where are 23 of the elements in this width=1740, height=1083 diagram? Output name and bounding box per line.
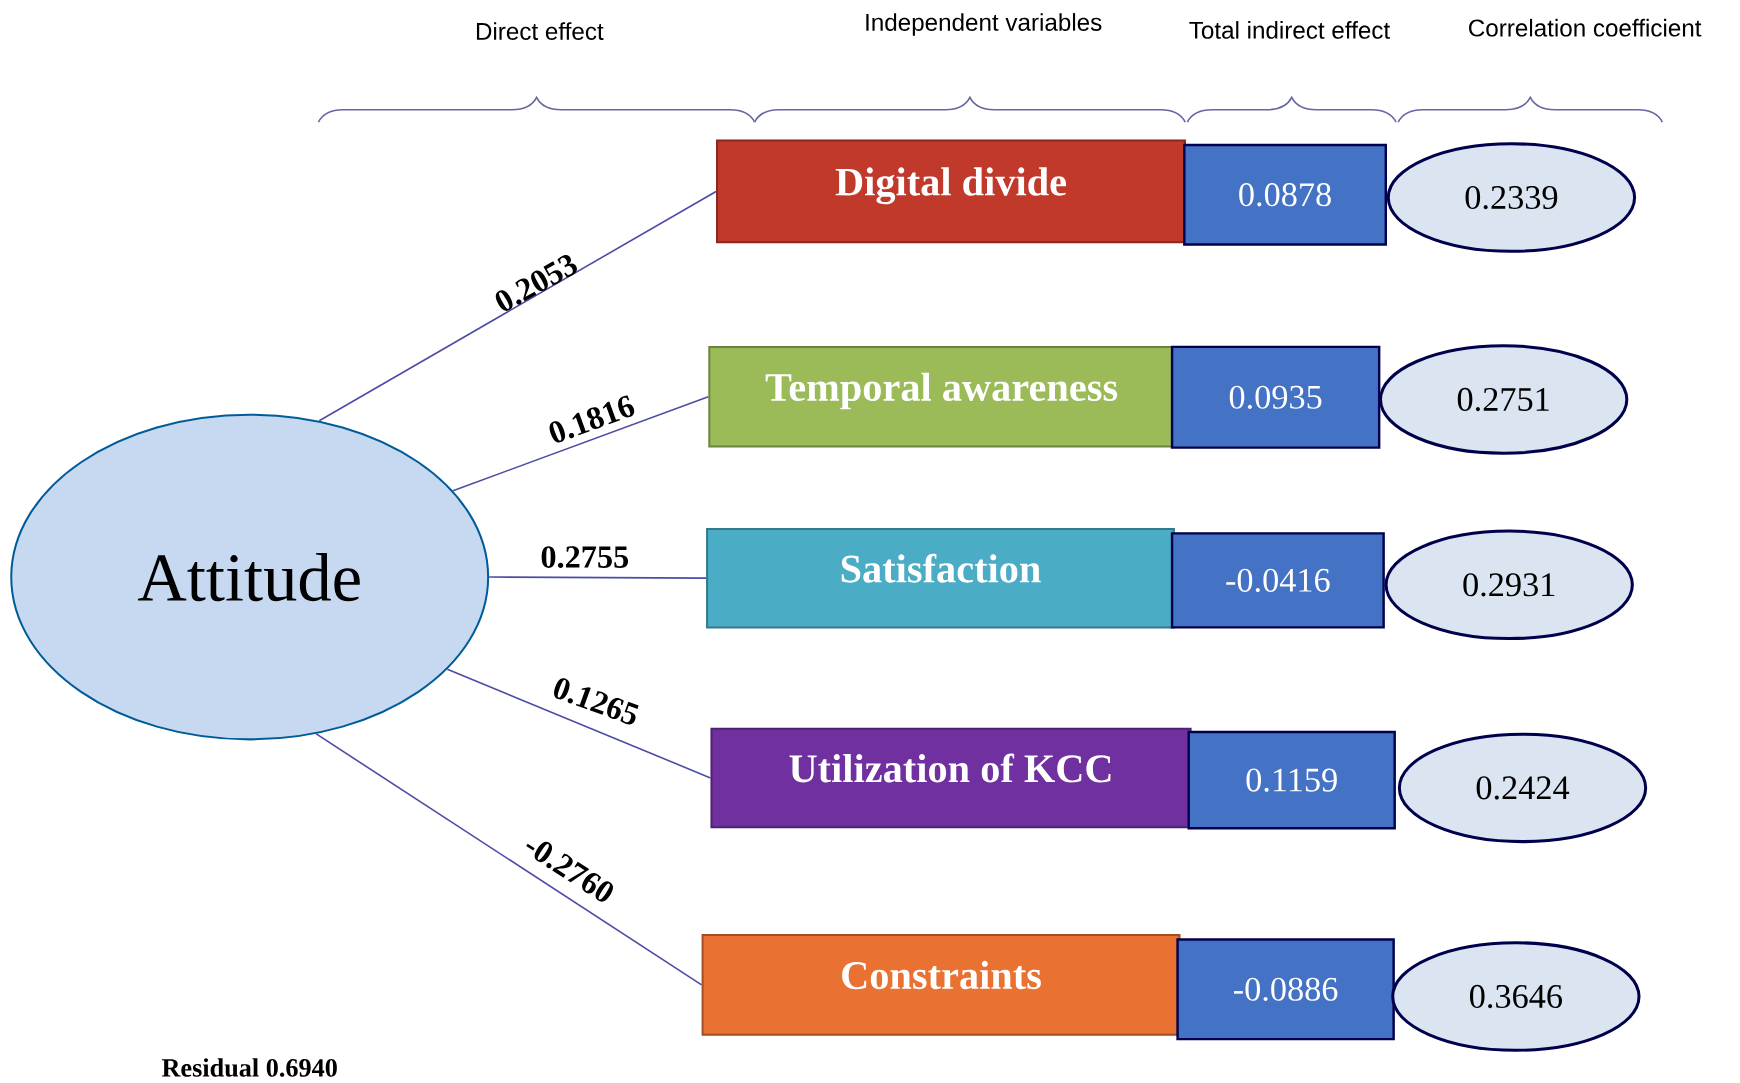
variable-box: Digital divide xyxy=(716,139,1186,244)
edge-label: 0.2755 xyxy=(541,546,629,568)
column-heading: Total indirect effect xyxy=(1189,21,1390,39)
column-heading: Independent variables xyxy=(866,13,1102,36)
connector-line xyxy=(318,190,717,422)
column-heading: Correlation coefficient xyxy=(1469,18,1702,37)
value-box: 0.1159 xyxy=(1187,730,1396,830)
variable-box: Utilization of KCC xyxy=(710,727,1192,829)
residual-label: Residual 0.6940 xyxy=(161,1058,337,1077)
connector-line xyxy=(446,668,712,779)
value-box: 0.0878 xyxy=(1183,143,1387,246)
variable-box: Satisfaction xyxy=(706,527,1175,629)
connector-line xyxy=(452,395,710,492)
connector-line xyxy=(488,576,707,579)
connector-line xyxy=(315,733,703,986)
value-box: 0.0935 xyxy=(1170,345,1381,449)
column-heading: Direct effect xyxy=(476,22,604,40)
variable-box: Temporal awareness xyxy=(708,345,1175,448)
edge-label: 0.1816 xyxy=(549,395,635,443)
edge-label: 0.1265 xyxy=(554,678,639,725)
value-box: -0.0886 xyxy=(1176,938,1395,1041)
variable-box: Constraints xyxy=(701,934,1181,1036)
value-box: -0.0416 xyxy=(1170,532,1385,629)
